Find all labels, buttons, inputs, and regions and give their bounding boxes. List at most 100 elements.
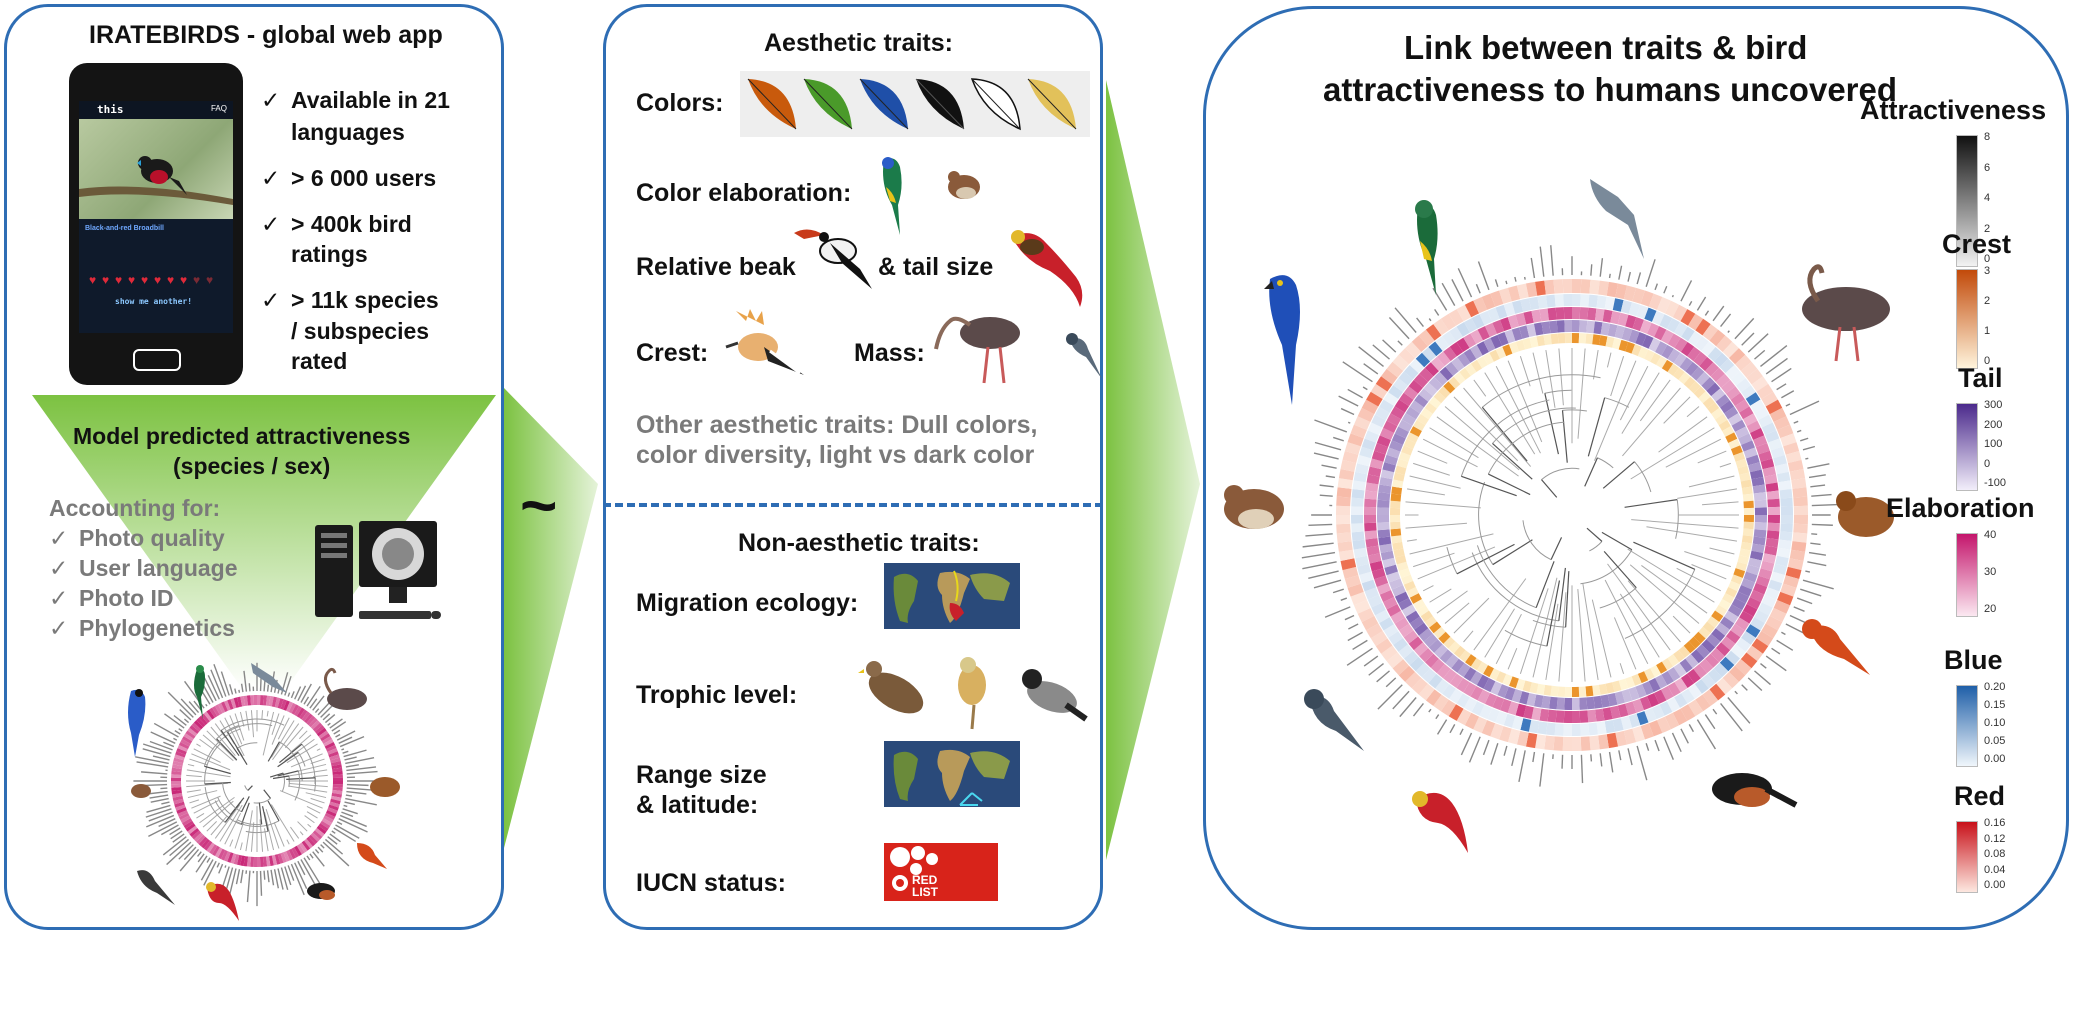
heart-icon[interactable]: ♥ [102, 273, 109, 287]
app-faq-link[interactable]: FAQ [211, 104, 227, 113]
color-elaboration-label: Color elaboration: [636, 179, 851, 208]
heart-icon[interactable]: ♥ [128, 273, 135, 287]
brown-thrush-icon [948, 171, 980, 199]
section-divider [603, 503, 1103, 507]
heart-icon[interactable]: ♥ [154, 273, 161, 287]
accounting-title: Accounting for: [49, 495, 220, 522]
eagle-icon [858, 661, 930, 722]
heart-icon[interactable]: ♥ [206, 273, 213, 287]
bird-photo-svg [79, 119, 233, 219]
crow-icon [1022, 669, 1086, 719]
model-subtitle: (species / sex) [173, 453, 330, 480]
iucn-label: IUCN status: [636, 869, 786, 898]
trogon-icon [882, 157, 902, 235]
legend-tick-label: 0.05 [1984, 735, 2005, 747]
legend-tick-label: 0.08 [1984, 848, 2005, 860]
mass-label: Mass: [854, 339, 925, 368]
legend-tick-label: 0.04 [1984, 864, 2005, 876]
red-list-text-2: LIST [912, 885, 938, 899]
migration-label: Migration ecology: [636, 589, 858, 618]
app-screen: this FAQ Black-and-red Broadbill ♥♥♥♥♥♥♥… [79, 101, 233, 333]
legend-title: Attractiveness [1860, 95, 2046, 126]
mini-trogon-icon [194, 665, 205, 719]
mass-birds [930, 299, 1110, 389]
heart-icon[interactable]: ♥ [180, 273, 187, 287]
colors-label: Colors: [636, 89, 724, 118]
mini-paradise-icon [206, 882, 239, 921]
legend-colorbar [1956, 685, 1978, 767]
legend-title: Tail [1958, 363, 2003, 394]
legend-tick-label: 0.20 [1984, 681, 2005, 693]
legend-tick-label: 0.12 [1984, 833, 2005, 845]
legend-colorbar [1956, 821, 1978, 893]
mini-thrush-icon [131, 784, 151, 798]
panel1-title: IRATEBIRDS - global web app [89, 21, 443, 50]
hoopoe-icon [724, 307, 814, 387]
fact-species: ✓> 11k species [261, 287, 439, 314]
tilde-symbol: ~ [520, 468, 557, 542]
legend-tick-label: 20 [1984, 603, 1996, 615]
connector-funnel-right [1100, 60, 1210, 920]
accounting-phylogenetics: ✓Phylogenetics [49, 615, 235, 642]
app-header-text: this [97, 103, 124, 116]
accounting-photo-quality: ✓Photo quality [49, 525, 225, 552]
legend-tick-label: 0 [1984, 458, 1990, 470]
legend-tick-label: 30 [1984, 566, 1996, 578]
legend-title: Red [1954, 781, 2005, 812]
mini-gray-bird-icon [251, 663, 287, 693]
hyacinth-macaw-icon [1264, 275, 1300, 405]
fact-ratings-2: ratings [291, 241, 368, 268]
legend-tick-label: 0.00 [1984, 879, 2005, 891]
legend-tick-label: 4 [1984, 192, 1990, 204]
trophic-label: Trophic level: [636, 681, 797, 710]
other-traits-line1: Other aesthetic traits: Dull colors, [636, 411, 1038, 440]
legend-tick-label: 0.10 [1984, 717, 2005, 729]
legend-tick-label: 300 [1984, 399, 2002, 411]
fact-languages: ✓Available in 21 [261, 87, 450, 114]
iratebirds-panel: IRATEBIRDS - global web app this FAQ Bla… [4, 4, 504, 930]
mini-quail-icon [370, 777, 400, 797]
bird-photo [79, 119, 233, 219]
range-map [884, 741, 1020, 813]
app-header-bar: this FAQ [79, 101, 233, 119]
aesthetic-title: Aesthetic traits: [764, 29, 953, 58]
beak-label: Relative beak [636, 253, 796, 282]
traits-panel: Aesthetic traits: Colors: Color elaborat… [603, 4, 1103, 930]
range-label-2: & latitude: [636, 791, 758, 820]
weaver-icon [958, 657, 986, 729]
legend-tick-label: 0.15 [1984, 699, 2005, 711]
legend-tick-label: 0.16 [1984, 817, 2005, 829]
accounting-photo-id: ✓Photo ID [49, 585, 174, 612]
results-panel: Link between traits & bird attractivenes… [1203, 6, 2069, 930]
nonaesthetic-title: Non-aesthetic traits: [738, 529, 980, 558]
rating-hearts[interactable]: ♥ ♥ ♥ ♥ ♥ ♥ ♥ ♥ ♥ ♥ [87, 273, 227, 285]
heart-icon[interactable]: ♥ [193, 273, 200, 287]
red-list-logo: RED LIST [884, 843, 998, 901]
other-traits-line2: color diversity, light vs dark color [636, 441, 1034, 470]
feather-swatches [740, 71, 1100, 141]
legend-title: Crest [1942, 229, 2011, 260]
tanager-icon [1802, 619, 1870, 675]
legend-title: Blue [1944, 645, 2003, 676]
legend-tick-label: 40 [1984, 529, 1996, 541]
phone-mockup: this FAQ Black-and-red Broadbill ♥♥♥♥♥♥♥… [69, 63, 243, 385]
heart-icon[interactable]: ♥ [167, 273, 174, 287]
mini-magpie-robin-icon [307, 883, 335, 900]
accounting-user-language: ✓User language [49, 555, 238, 582]
crest-label: Crest: [636, 339, 708, 368]
small-gray-bird-icon [1066, 333, 1102, 379]
tail-label: & tail size [878, 253, 993, 282]
heart-icon[interactable]: ♥ [89, 273, 96, 287]
fact-species-3: rated [291, 348, 347, 375]
gray-tanager-icon [1304, 689, 1364, 751]
heart-icon[interactable]: ♥ [115, 273, 122, 287]
trophic-birds [856, 649, 1096, 739]
show-another-button[interactable]: show me another! [115, 297, 192, 306]
mini-black-bird-icon [137, 870, 175, 905]
paradise-bird-icon [1412, 791, 1468, 853]
phylogeny-birds [1206, 9, 2072, 933]
heart-icon[interactable]: ♥ [141, 273, 148, 287]
bald-ibis-icon [1802, 267, 1890, 361]
hearts-svg: ♥ ♥ ♥ ♥ ♥ ♥ ♥ ♥ ♥ ♥ [87, 273, 227, 285]
legend-tick-label: 8 [1984, 131, 1990, 143]
